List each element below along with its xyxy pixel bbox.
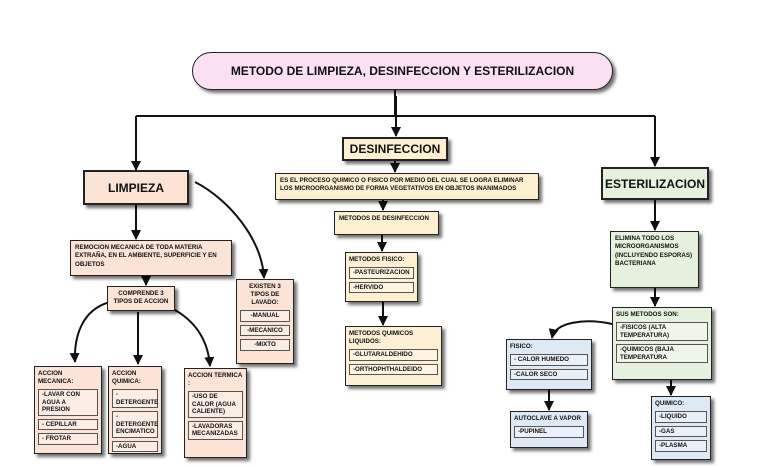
accion-termica-header: ACCION TERMICA :	[188, 372, 243, 387]
autoclave-header: AUTOCLAVE A VAPOR	[514, 415, 581, 422]
lavado-item: -MANUAL	[240, 310, 290, 322]
accion-mecanica-box: ACCION MECANICA: -LAVAR CON AGUA A PRESI…	[34, 366, 102, 454]
lavado-box: EXISTEN 3 TIPOS DE LAVADO: -MANUAL -MECA…	[236, 279, 294, 364]
desinfeccion-metodos: METODOS DE DESINFECCION	[334, 211, 439, 235]
lavado-item: -MIXTO	[240, 339, 290, 351]
desinfeccion-quimicos-box: METODOS QUIMICOS LIQUIDOS: -GLUTARALDEHI…	[345, 326, 442, 386]
esterilizacion-metodos-item: -QUIMICOS (BAJA TEMPERATURA	[616, 344, 708, 363]
esterilizacion-fisico-box: FISICO: - CALOR HUMEDO -CALOR SECO	[506, 339, 592, 390]
desinfeccion-fisico-header: METODOS FISICO:	[349, 256, 405, 263]
esterilizacion-quimico-item: -GAS	[655, 425, 707, 437]
desinfeccion-fisico-item: -PASTEURIZACION	[349, 267, 414, 279]
desinfeccion-fisico-item: -HERVIDO	[349, 281, 414, 293]
desinfeccion-fisico-box: METODOS FISICO: -PASTEURIZACION -HERVIDO	[345, 252, 418, 302]
accion-termica-item: -LAVADORAS MECANIZADAS	[188, 420, 243, 440]
esterilizacion-fisico-header: FISICO:	[510, 343, 533, 350]
esterilizacion-quimico-item: -PLASMA	[655, 440, 707, 452]
accion-quimica-item: -DETERGENTE	[112, 389, 158, 408]
esterilizacion-definition: ELIMINA TODO LOS MICROORGANISMOS (INCLUY…	[610, 231, 699, 288]
esterilizacion-metodos-header: SUS METODOS SON:	[616, 311, 679, 318]
limpieza-comprende: COMPRENDE 3 TIPOS DE ACCION	[107, 286, 175, 311]
esterilizacion-metodos-item: -FISICOS (ALTA TEMPERATURA)	[616, 322, 708, 341]
desinfeccion-heading: DESINFECCION	[342, 137, 448, 161]
limpieza-definition: REMOCION MECANICA DE TODA MATERIA EXTRAÑ…	[70, 240, 232, 276]
esterilizacion-fisico-item: - CALOR HUMEDO	[510, 354, 588, 366]
accion-quimica-box: ACCION QUIMICA: -DETERGENTE - DETERGENTE…	[108, 366, 162, 454]
limpieza-heading: LIMPIEZA	[83, 170, 189, 205]
esterilizacion-quimico-item: -LIQUIDO	[655, 411, 707, 423]
autoclave-box: AUTOCLAVE A VAPOR -PUPINEL	[510, 411, 588, 448]
accion-quimica-header: ACCION QUIMICA:	[112, 370, 141, 385]
lavado-header: EXISTEN 3 TIPOS DE LAVADO:	[249, 283, 281, 306]
esterilizacion-heading: ESTERILIZACION	[601, 167, 709, 200]
desinfeccion-quimicos-item: -GLUTARALDEHIDO	[349, 349, 438, 361]
accion-mecanica-header: ACCION MECANICA:	[38, 370, 74, 385]
accion-mecanica-item: - CEPILLAR	[38, 418, 98, 430]
accion-termica-item: -USO DE CALOR (AGUA CALIENTE)	[188, 391, 243, 418]
accion-mecanica-item: -LAVAR CON AGUA A PRESION	[38, 389, 98, 416]
esterilizacion-quimico-box: QUIMICO: -LIQUIDO -GAS -PLASMA	[651, 396, 711, 460]
esterilizacion-quimico-header: QUIMICO:	[655, 400, 685, 407]
accion-mecanica-item: - FROTAR	[38, 433, 98, 445]
desinfeccion-definition: ES EL PROCESO QUIMICO O FISICO POR MEDIO…	[275, 173, 539, 200]
accion-termica-box: ACCION TERMICA : -USO DE CALOR (AGUA CAL…	[184, 368, 247, 458]
lavado-item: -MECANICO	[240, 324, 290, 336]
esterilizacion-metodos-box: SUS METODOS SON: -FISICOS (ALTA TEMPERAT…	[612, 307, 712, 380]
page-title: METODO DE LIMPIEZA, DESINFECCION Y ESTER…	[192, 52, 613, 90]
autoclave-item: -PUPINEL	[514, 426, 584, 438]
desinfeccion-quimicos-item: -ORTHOPHTHALDEIDO	[349, 363, 438, 375]
desinfeccion-quimicos-header: METODOS QUIMICOS LIQUIDOS:	[349, 330, 414, 345]
accion-quimica-item: -AGUA	[112, 440, 158, 452]
esterilizacion-fisico-item: -CALOR SECO	[510, 368, 588, 380]
accion-quimica-item: - DETERGENTE ENCIMATICO	[112, 411, 158, 438]
